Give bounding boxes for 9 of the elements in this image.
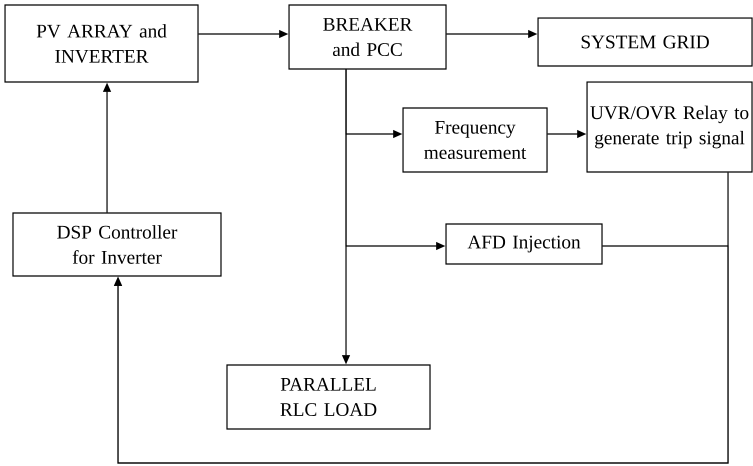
- process-box: PARALLEL RLC LOAD: [226, 364, 431, 430]
- process-box: SYSTEM GRID: [537, 17, 753, 67]
- process-box: PV ARRAY and INVERTER: [4, 4, 199, 83]
- process-box: DSP Controller for Inverter: [12, 212, 222, 277]
- process-box: AFD Injection: [445, 223, 603, 265]
- process-box: Frequency measurement: [402, 107, 548, 173]
- process-box: BREAKER and PCC: [288, 4, 447, 70]
- process-box: UVR/OVR Relay to generate trip signal: [586, 81, 753, 173]
- arrow: [114, 245, 729, 464]
